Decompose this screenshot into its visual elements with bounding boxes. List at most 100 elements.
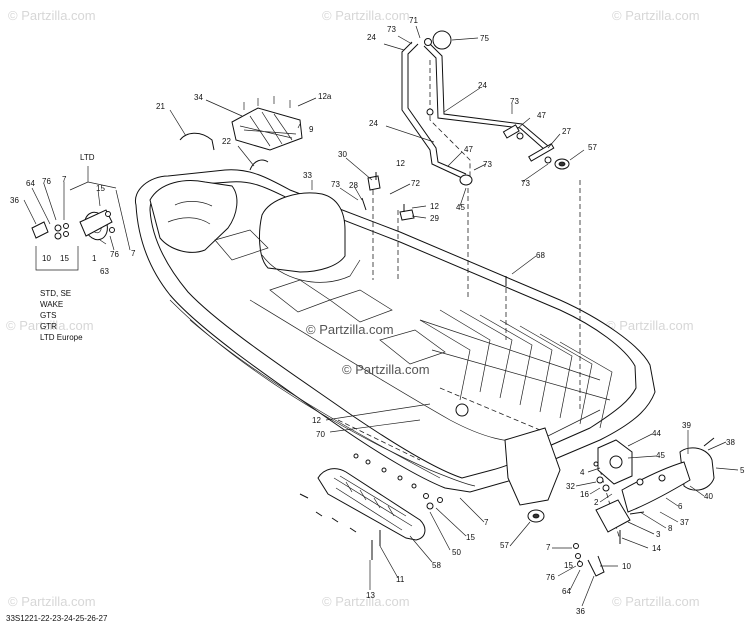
- ltd-bracket-group: [31, 166, 131, 271]
- callout-71: 71: [409, 16, 418, 25]
- figure-code: 33S1221-22-23-24-25-26-27: [6, 614, 108, 623]
- callout-75: 75: [480, 34, 489, 43]
- leader-lines: [23, 25, 739, 607]
- hose-24: [401, 41, 549, 179]
- callout-24: 24: [478, 81, 487, 90]
- callout-8: 8: [668, 524, 673, 533]
- fitting-57-bottom: [527, 509, 545, 523]
- callout-44: 44: [652, 429, 661, 438]
- watermark-bottom-center: © Partzilla.com: [322, 594, 410, 609]
- callout-68: 68: [536, 251, 545, 260]
- fitting-45-lower: [455, 403, 469, 417]
- rear-bracket-group: [593, 437, 715, 544]
- callout-2: 2: [594, 498, 599, 507]
- wire-22: [249, 159, 269, 171]
- note-variant-4: GTR: [40, 322, 57, 331]
- callout-58: 58: [432, 561, 441, 570]
- callout-16: 16: [580, 490, 589, 499]
- callout-36: 36: [10, 196, 19, 205]
- callout-24: 24: [369, 119, 378, 128]
- callout-76: 76: [110, 250, 119, 259]
- callout-39: 39: [682, 421, 691, 430]
- callout-12: 12: [396, 159, 405, 168]
- seat-base-lower: [261, 254, 361, 283]
- callout-34: 34: [194, 93, 203, 102]
- hull-bottom-line: [189, 319, 441, 479]
- note-variant-2: WAKE: [40, 300, 63, 309]
- clip-29: [399, 209, 415, 221]
- callout-24: 24: [367, 33, 376, 42]
- callout-64: 64: [562, 587, 571, 596]
- rear-deck-ribs: [419, 309, 613, 429]
- fitting-57-top: [554, 158, 570, 170]
- callout-13: 13: [366, 591, 375, 600]
- callout-73: 73: [387, 25, 396, 34]
- callout-7: 7: [484, 518, 489, 527]
- callout-15: 15: [60, 254, 69, 263]
- screws-12-mid: [361, 172, 405, 212]
- watermarks: © Partzilla.com © Partzilla.com © Partzi…: [6, 8, 700, 609]
- callout-37: 37: [680, 518, 689, 527]
- callout-4: 4: [580, 468, 585, 477]
- callout-64: 64: [26, 179, 35, 188]
- watermark-top-right: © Partzilla.com: [612, 8, 700, 23]
- callout-73: 73: [483, 160, 492, 169]
- callout-12a: 12a: [318, 92, 332, 101]
- callout-27: 27: [562, 127, 571, 136]
- callout-76: 76: [42, 177, 51, 186]
- sponson-58: [317, 468, 426, 541]
- callout-73: 73: [521, 179, 530, 188]
- callout-7: 7: [131, 249, 136, 258]
- footrest-pattern: [214, 229, 446, 365]
- callout-15: 15: [564, 561, 573, 570]
- front-storage: [149, 180, 238, 253]
- callout-76: 76: [546, 573, 555, 582]
- watermark-bottom-right: © Partzilla.com: [612, 594, 700, 609]
- watermark-top-left: © Partzilla.com: [8, 8, 96, 23]
- vent-cap-75: [424, 30, 452, 50]
- callout-57: 57: [588, 143, 597, 152]
- hardware-lower: [299, 453, 443, 560]
- callout-40: 40: [704, 492, 713, 501]
- callout-15: 15: [96, 184, 105, 193]
- seat-base-33: [259, 192, 346, 273]
- fitting-45-top: [459, 174, 473, 186]
- callout-50: 50: [452, 548, 461, 557]
- wire-21: [179, 132, 215, 151]
- callout-47: 47: [464, 145, 473, 154]
- callout-73: 73: [510, 97, 519, 106]
- cover-34: [231, 96, 303, 151]
- note-variant-1: STD, SE: [40, 289, 71, 298]
- callout-38: 38: [726, 438, 735, 447]
- callout-5: 5: [740, 466, 745, 475]
- callout-6: 6: [678, 502, 683, 511]
- callout-57: 57: [500, 541, 509, 550]
- note-variant-3: GTS: [40, 311, 56, 320]
- callout-7: 7: [546, 543, 551, 552]
- callout-22: 22: [222, 137, 231, 146]
- callout-30: 30: [338, 150, 347, 159]
- center-watermark-2: © Partzilla.com: [342, 362, 430, 377]
- watermark-mid-right: © Partzilla.com: [606, 318, 694, 333]
- callout-11: 11: [396, 575, 405, 584]
- callout-45: 45: [456, 203, 465, 212]
- variant-notes: LTD STD, SE WAKE GTS GTR LTD Europe: [40, 153, 95, 342]
- callout-15: 15: [466, 533, 475, 542]
- callout-7: 7: [62, 175, 67, 184]
- callout-73: 73: [331, 180, 340, 189]
- callout-14: 14: [652, 544, 661, 553]
- callout-21: 21: [156, 102, 165, 111]
- center-watermark-1: © Partzilla.com: [306, 322, 394, 337]
- watermark-bottom-left: © Partzilla.com: [8, 594, 96, 609]
- callout-9: 9: [309, 125, 314, 134]
- callout-12: 12: [430, 202, 439, 211]
- callout-29: 29: [430, 214, 439, 223]
- callout-28: 28: [349, 181, 358, 190]
- note-ltd: LTD: [80, 153, 95, 162]
- tube-27: [528, 143, 555, 162]
- callout-72: 72: [411, 179, 420, 188]
- callout-36: 36: [576, 607, 585, 616]
- bottom-right-small-parts: [573, 543, 605, 577]
- note-variant-5: LTD Europe: [40, 333, 83, 342]
